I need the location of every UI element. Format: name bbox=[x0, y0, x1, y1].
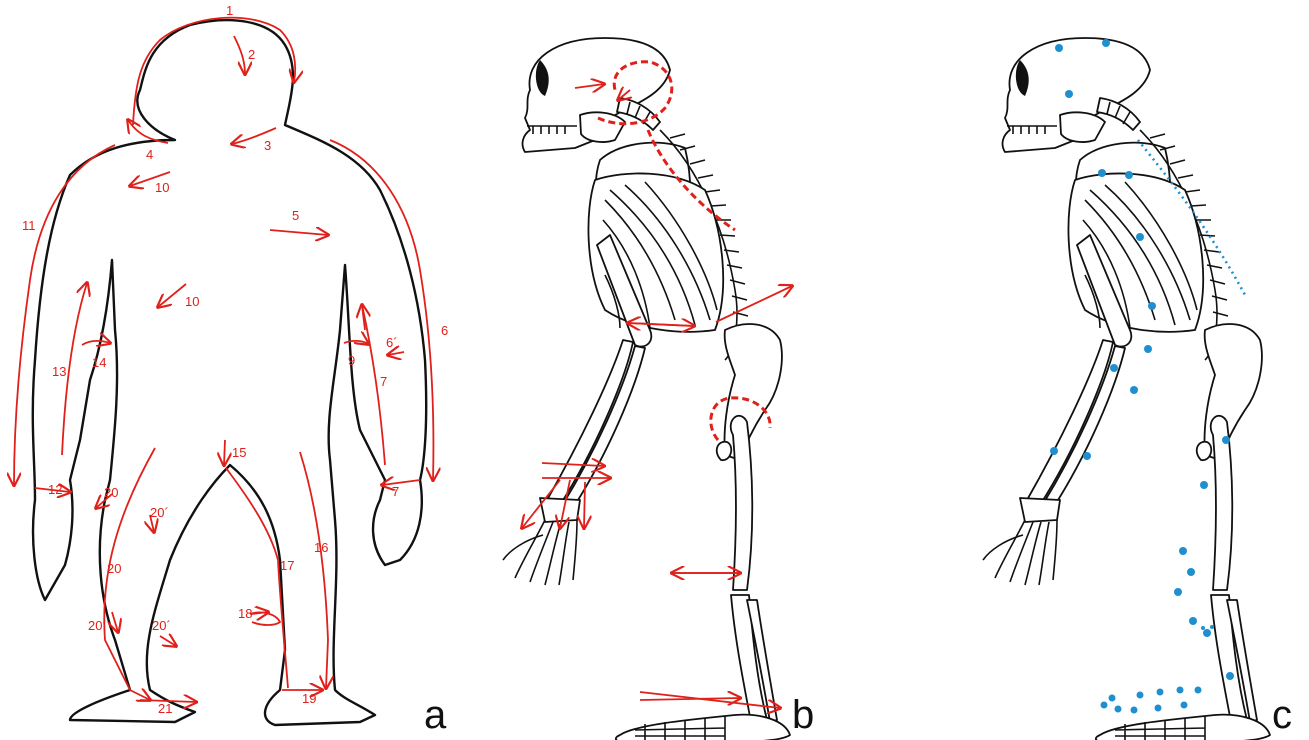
label-6-prime: 6´ bbox=[386, 335, 398, 350]
label-5: 5 bbox=[292, 208, 299, 223]
label-19: 19 bbox=[302, 691, 316, 706]
panel-c-skeleton bbox=[983, 38, 1270, 740]
label-10-upper: 10 bbox=[155, 180, 169, 195]
label-11: 11 bbox=[22, 218, 36, 233]
panel-b-skeleton bbox=[503, 38, 790, 740]
label-17: 17 bbox=[280, 558, 294, 573]
label-10-lower: 10 bbox=[185, 294, 199, 309]
label-7-lower: 7 bbox=[392, 484, 399, 499]
label-6: 6 bbox=[441, 323, 448, 338]
label-20-middle: 20 bbox=[107, 561, 121, 576]
label-2: 2 bbox=[248, 47, 255, 62]
label-15: 15 bbox=[232, 445, 246, 460]
label-4: 4 bbox=[146, 147, 153, 162]
label-21: 21 bbox=[158, 701, 172, 716]
label-18: 18 bbox=[238, 606, 252, 621]
label-20-prime-lower-right: 20´ bbox=[152, 618, 171, 633]
label-20-upper: 20 bbox=[104, 485, 118, 500]
label-1: 1 bbox=[226, 3, 233, 18]
label-13: 13 bbox=[52, 364, 66, 379]
panel-letter-c: c bbox=[1272, 693, 1292, 737]
label-16: 16 bbox=[314, 540, 328, 555]
panel-a-annotations: 1 2 3 4 5 6 6´ 7 7 9 10 10 11 12 13 14 1… bbox=[14, 3, 448, 737]
label-12: 12 bbox=[48, 482, 62, 497]
label-14: 14 bbox=[92, 355, 106, 370]
label-20-prime-lower-left: 20´ bbox=[88, 618, 107, 633]
label-3: 3 bbox=[264, 138, 271, 153]
label-20-prime-upper: 20´ bbox=[150, 505, 169, 520]
panel-letter-b: b bbox=[792, 693, 814, 737]
panel-letter-a: a bbox=[424, 693, 447, 737]
label-7-upper: 7 bbox=[380, 374, 387, 389]
label-9: 9 bbox=[348, 353, 355, 368]
